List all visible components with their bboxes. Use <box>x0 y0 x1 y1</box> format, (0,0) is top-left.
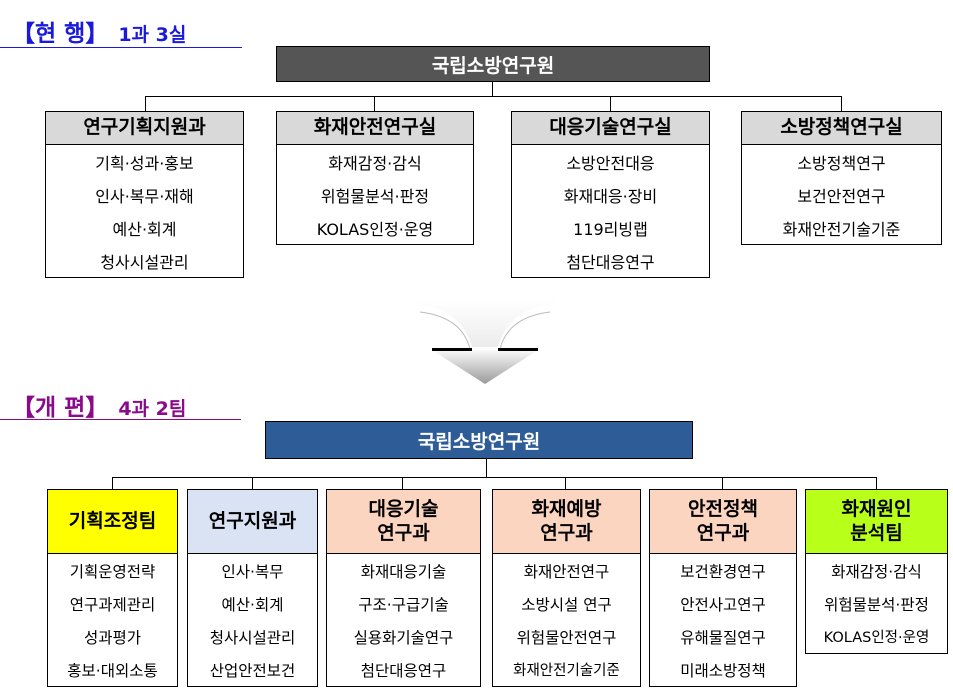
unit-name: 대응기술연구실 <box>512 112 709 145</box>
unit-name: 연구기획지원과 <box>46 112 243 145</box>
connector <box>722 477 723 489</box>
current-unit-box: 화재안전연구실 화재감정·감식 위험물분석·판정 KOLAS인정·운영 <box>276 111 474 245</box>
unit-item: 산업안전보건 <box>209 661 296 680</box>
current-title-underline <box>0 47 242 48</box>
unit-name: 기획조정팀 <box>48 490 177 554</box>
connector <box>610 96 611 111</box>
unit-name: 대응기술 연구과 <box>327 490 480 554</box>
unit-item: 화재감정·감식 <box>328 153 422 173</box>
unit-item: 인사·복무 <box>221 562 284 581</box>
unit-item: 홍보·대외소통 <box>67 661 158 680</box>
unit-item: 화재안전기술기준 <box>513 663 620 679</box>
reorg-section-title: 【개 편】 4과 2팀 <box>12 388 186 422</box>
down-arrow-icon <box>415 300 555 384</box>
reorg-unit-box: 대응기술 연구과 화재대응기술 구조·구급기술 실용화기술연구 첨단대응연구 <box>326 489 481 687</box>
unit-name: 화재안전연구실 <box>277 112 473 145</box>
unit-item: 119리빙랩 <box>573 219 648 239</box>
reorg-unit-box: 연구지원과 인사·복무 예산·회계 청사시설관리 산업안전보건 <box>187 489 318 687</box>
unit-item: 화재안전기술기준 <box>782 219 901 239</box>
unit-item: 기획운영전략 <box>69 562 156 581</box>
unit-item: 인사·복무·재해 <box>95 186 194 206</box>
connector <box>841 96 842 111</box>
connector <box>252 477 253 489</box>
unit-item: 화재안전연구 <box>523 562 610 581</box>
unit-item: 예산·회계 <box>112 219 177 239</box>
unit-item: 화재감정·감식 <box>831 562 922 581</box>
current-heading: 【현 행】 <box>12 21 109 47</box>
current-root-box: 국립소방연구원 <box>276 46 710 82</box>
unit-item: 위험물분석·판정 <box>824 595 929 614</box>
unit-item: 구조·구급기술 <box>358 595 449 614</box>
unit-item: 소방시설 연구 <box>521 595 612 614</box>
unit-item: 화재대응·장비 <box>563 186 658 206</box>
unit-item: 보건환경연구 <box>680 562 766 581</box>
unit-item: KOLAS인정·운영 <box>823 630 930 646</box>
reorg-title-underline <box>0 419 241 420</box>
connector <box>374 96 375 111</box>
current-summary: 1과 3실 <box>118 24 187 46</box>
connector <box>876 477 877 489</box>
connector <box>402 477 403 489</box>
reorg-unit-box: 기획조정팀 기획운영전략 연구과제관리 성과평가 홍보·대외소통 <box>47 489 178 687</box>
unit-item: 보건안전연구 <box>797 186 886 206</box>
unit-item: 연구과제관리 <box>69 595 156 614</box>
current-unit-box: 연구기획지원과 기획·성과·홍보 인사·복무·재해 예산·회계 청사시설관리 <box>45 111 244 278</box>
connector <box>145 96 842 97</box>
unit-item: 청사시설관리 <box>209 628 296 647</box>
unit-name: 화재원인 분석팀 <box>806 490 947 554</box>
unit-item: 소방정책연구 <box>797 153 886 173</box>
unit-item: 위험물안전연구 <box>516 628 617 647</box>
unit-item: 첨단대응연구 <box>360 661 447 680</box>
unit-item: KOLAS인정·운영 <box>316 219 434 239</box>
reorg-root-box: 국립소방연구원 <box>265 421 693 459</box>
unit-item: 실용화기술연구 <box>353 628 454 647</box>
connector <box>565 477 566 489</box>
connector <box>145 96 146 111</box>
unit-name: 화재예방 연구과 <box>493 490 640 554</box>
unit-name: 소방정책연구실 <box>742 112 941 145</box>
connector <box>112 477 113 489</box>
current-unit-box: 소방정책연구실 소방정책연구 보건안전연구 화재안전기술기준 <box>741 111 942 245</box>
reorg-heading: 【개 편】 <box>12 395 109 421</box>
unit-item: 예산·회계 <box>221 595 284 614</box>
connector <box>486 459 487 477</box>
unit-item: 안전사고연구 <box>680 595 766 614</box>
current-section-title: 【현 행】 1과 3실 <box>12 14 186 48</box>
reorg-unit-box: 화재원인 분석팀 화재감정·감식 위험물분석·판정 KOLAS인정·운영 <box>805 489 948 654</box>
reorg-unit-box: 안전정책 연구과 보건환경연구 안전사고연구 유해물질연구 미래소방정책 <box>649 489 797 687</box>
reorg-unit-box: 화재예방 연구과 화재안전연구 소방시설 연구 위험물안전연구 화재안전기술기준 <box>492 489 641 687</box>
connector <box>492 82 493 96</box>
current-unit-box: 대응기술연구실 소방안전대응 화재대응·장비 119리빙랩 첨단대응연구 <box>511 111 710 278</box>
unit-item: 유해물질연구 <box>680 628 766 647</box>
unit-item: 미래소방정책 <box>680 661 766 680</box>
unit-item: 기획·성과·홍보 <box>95 153 194 173</box>
unit-item: 화재대응기술 <box>360 562 447 581</box>
unit-item: 첨단대응연구 <box>566 252 655 272</box>
unit-name: 연구지원과 <box>188 490 317 554</box>
unit-item: 소방안전대응 <box>566 153 655 173</box>
reorg-summary: 4과 2팀 <box>118 398 187 420</box>
unit-name: 안전정책 연구과 <box>650 490 796 554</box>
unit-item: 청사시설관리 <box>100 252 189 272</box>
unit-item: 성과평가 <box>83 628 142 647</box>
connector <box>112 477 877 478</box>
unit-item: 위험물분석·판정 <box>320 186 430 206</box>
